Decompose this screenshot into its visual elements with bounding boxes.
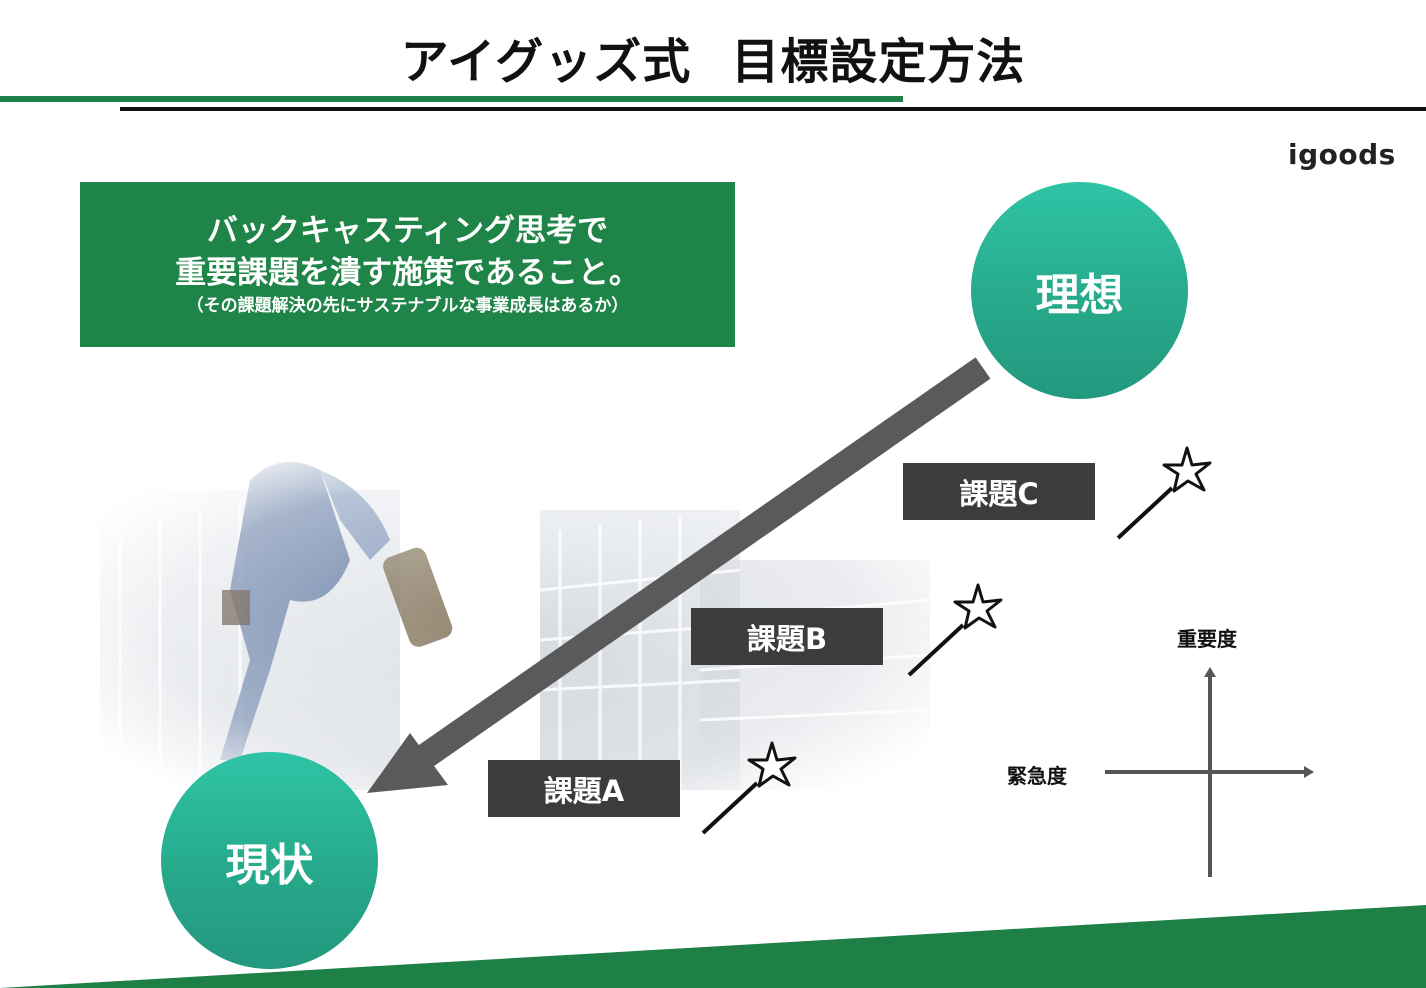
current-circle: 現状 [161,752,378,969]
ideal-circle: 理想 [971,182,1188,399]
title-part1: アイグッズ式 [400,34,692,90]
star-wand-icon [907,583,1003,677]
issue-a-box: 課題A [488,760,680,817]
importance-axis-label: 重要度 [1177,627,1237,651]
igoods-logo: igoods [1288,138,1396,171]
star-wand-icon [701,741,797,835]
callout-line3: （その課題解決の先にサステナブルな事業成長はあるか） [186,296,629,316]
priority-axes [1105,667,1314,877]
callout-line1: バックキャスティング思考で [206,213,609,249]
callout-line2: 重要課題を潰す施策であること。 [175,255,640,291]
star-wand-icon [1116,446,1212,540]
title-rule-green [0,96,903,102]
urgency-axis-label: 緊急度 [1007,764,1067,788]
callout-box: バックキャスティング思考で 重要課題を潰す施策であること。 （その課題解決の先に… [80,182,735,347]
slide-title: アイグッズ式目標設定方法 [0,22,1426,92]
title-part2: 目標設定方法 [731,34,1026,90]
title-rule-black [120,107,1426,111]
issue-c-box: 課題C [903,463,1095,520]
issue-b-box: 課題B [691,608,883,665]
